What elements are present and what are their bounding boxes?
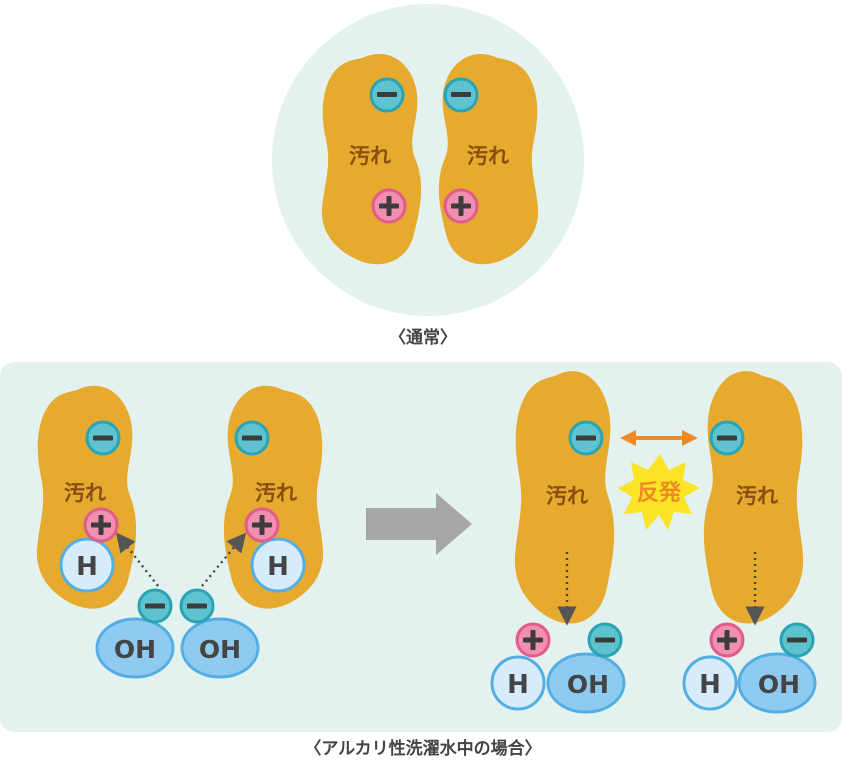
repulsion-arrow-icon [620, 430, 698, 446]
dirt-label: 汚れ [349, 144, 391, 168]
minus-charge-icon [137, 588, 173, 624]
minus-charge-icon [779, 622, 815, 658]
hydrogen-ion: H [59, 537, 115, 593]
caption-alkaline: 〈アルカリ性洗濯水中の場合〉 [304, 738, 541, 759]
minus-charge-icon [369, 77, 405, 113]
dirt-label: 汚れ [255, 481, 297, 505]
dirt-label: 汚れ [736, 484, 778, 508]
hydroxide-ion: OH [95, 617, 175, 679]
attraction-arrow [116, 532, 159, 587]
minus-charge-icon [179, 588, 215, 624]
plus-charge-icon [443, 188, 479, 224]
hydrogen-ion: H [250, 537, 306, 593]
dirt-label: 汚れ [546, 484, 588, 508]
hydrogen-label: H [699, 670, 721, 700]
caption-normal: 〈通常〉 [389, 327, 457, 348]
alkaline-before-illustration: 汚れ 汚れ H H [36, 385, 324, 679]
normal-background-circle [272, 4, 584, 316]
repulsion-burst-icon [618, 454, 700, 530]
repulsion-label: 反発 [637, 481, 682, 506]
hydroxide-label: OH [567, 670, 609, 699]
hydrogen-ion: H [490, 655, 546, 711]
plus-charge-icon [244, 507, 280, 543]
plus-charge-icon [709, 622, 745, 658]
normal-case-illustration: 汚れ 汚れ [272, 4, 584, 316]
hydroxide-ion: OH [546, 652, 626, 714]
dirt-label: 汚れ [64, 481, 106, 505]
minus-charge-icon [85, 420, 121, 456]
minus-charge-icon [709, 420, 745, 456]
minus-charge-icon [568, 420, 604, 456]
hydroxide-label: OH [199, 635, 241, 664]
alkaline-after-illustration: 汚れ 汚れ 反発 H OH [490, 371, 817, 714]
hydrogen-ion: H [682, 655, 738, 711]
dirt-label: 汚れ [467, 144, 509, 168]
hydroxide-ion: OH [180, 617, 260, 679]
hydroxide-ion: OH [737, 652, 817, 714]
hydrogen-label: H [267, 552, 289, 582]
attraction-arrow [201, 532, 247, 587]
plus-charge-icon [371, 188, 407, 224]
plus-charge-icon [83, 507, 119, 543]
minus-charge-icon [234, 420, 270, 456]
hydrogen-label: H [507, 670, 529, 700]
hydrogen-label: H [76, 552, 98, 582]
plus-charge-icon [515, 622, 551, 658]
hydroxide-label: OH [758, 670, 800, 699]
hydroxide-label: OH [114, 635, 156, 664]
minus-charge-icon [587, 622, 623, 658]
minus-charge-icon [443, 77, 479, 113]
transition-arrow-icon [366, 493, 472, 555]
